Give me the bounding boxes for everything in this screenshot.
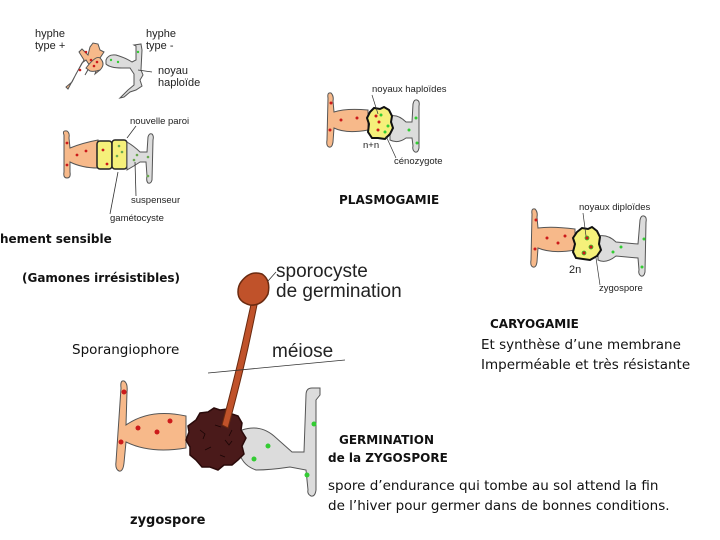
label-zygospore-small: zygospore <box>599 283 643 294</box>
plasmogamie-drawing <box>326 92 420 159</box>
label-gametocyste: gamétocyste <box>110 213 164 224</box>
label-nouvelle-paroi: nouvelle paroi <box>130 116 190 127</box>
germination-desc-line2: de l’hiver pour germer dans de bonnes co… <box>328 498 670 514</box>
label-noyau-haploide: noyau haploïde <box>158 65 201 89</box>
label-noyaux-haploides: noyaux haploïdes <box>372 84 447 95</box>
germination-desc-line1: spore d’endurance qui tombe au sol atten… <box>328 478 659 494</box>
title-germination-line1: GERMINATION <box>339 433 434 447</box>
caryogamie-desc-line2: Imperméable et très résistante <box>481 357 691 373</box>
label-sporangiophore: Sporangiophore <box>72 342 180 358</box>
title-plasmogamie: PLASMOGAMIE <box>339 193 440 207</box>
caption-sensible: hement sensible <box>0 232 112 246</box>
hyphe-minus-drawing <box>105 43 153 99</box>
gametocyst-stage-drawing <box>62 125 154 215</box>
caption-zygospore: zygospore <box>130 513 206 528</box>
hyphe-plus-drawing <box>65 42 105 90</box>
caryogamie-drawing <box>530 208 647 286</box>
caption-gamones: (Gamones irrésistibles) <box>22 271 180 285</box>
caryogamie-desc-line1: Et synthèse d’une membrane <box>481 337 681 353</box>
label-meiose: méiose <box>272 341 334 362</box>
label-n-plus-n: n+n <box>363 140 380 151</box>
germination-drawing <box>115 271 346 497</box>
label-noyaux-diploides: noyaux diploïdes <box>579 202 651 213</box>
title-caryogamie: CARYOGAMIE <box>490 317 579 331</box>
label-hyphe-plus: hyphe type + <box>35 28 66 52</box>
title-germination-line2: de la ZYGOSPORE <box>328 451 448 465</box>
label-sporocyste-germination: sporocyste de germination <box>276 261 402 302</box>
label-hyphe-minus: hyphe type - <box>146 28 176 52</box>
label-suspenseur: suspenseur <box>131 195 181 206</box>
label-cenozygote: cénozygote <box>394 156 443 167</box>
label-2n: 2n <box>569 264 582 276</box>
